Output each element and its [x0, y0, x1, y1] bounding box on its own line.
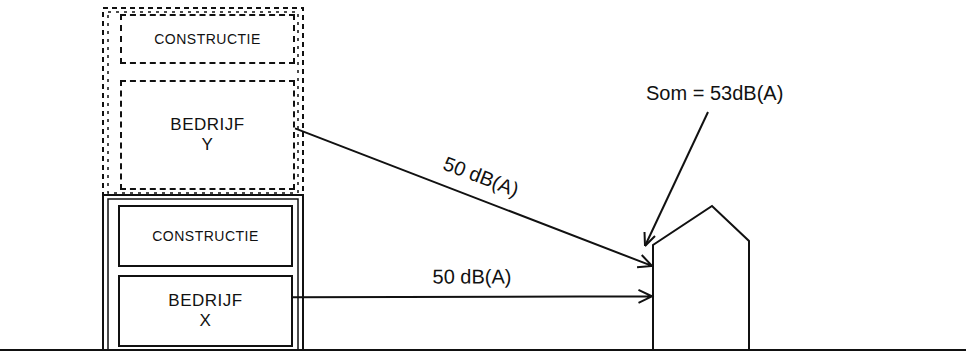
leader-arrow [645, 112, 708, 246]
house-walls [653, 206, 749, 350]
floor-box: CONSTRUCTIE [120, 14, 295, 64]
box-label: BEDRIJF Y [170, 115, 244, 156]
sum-label: Som = 53dB(A) [646, 82, 783, 105]
ground-line [0, 349, 966, 351]
box-label: CONSTRUCTIE [152, 228, 259, 245]
box-label: BEDRIJF X [168, 291, 242, 332]
arrow-line [293, 290, 652, 303]
floor-box: CONSTRUCTIE [118, 205, 293, 267]
box-label: CONSTRUCTIE [154, 31, 261, 48]
arrow-line [295, 128, 652, 267]
sound-arrow [293, 290, 652, 303]
future-floors-outline [103, 8, 303, 195]
sound-level-label: 50 dB(A) [430, 265, 515, 288]
future-floors-inner-outline [108, 12, 298, 193]
house-outline [652, 205, 752, 350]
company-box: BEDRIJF Y [120, 80, 295, 190]
sound-arrow [295, 128, 652, 267]
building-inner-outline [108, 199, 298, 350]
company-box: BEDRIJF X [118, 275, 293, 347]
house: Som = 53dB(A) [652, 205, 752, 350]
sound-level-label: 50 dB(A) [438, 151, 526, 203]
building-outline [103, 195, 303, 350]
